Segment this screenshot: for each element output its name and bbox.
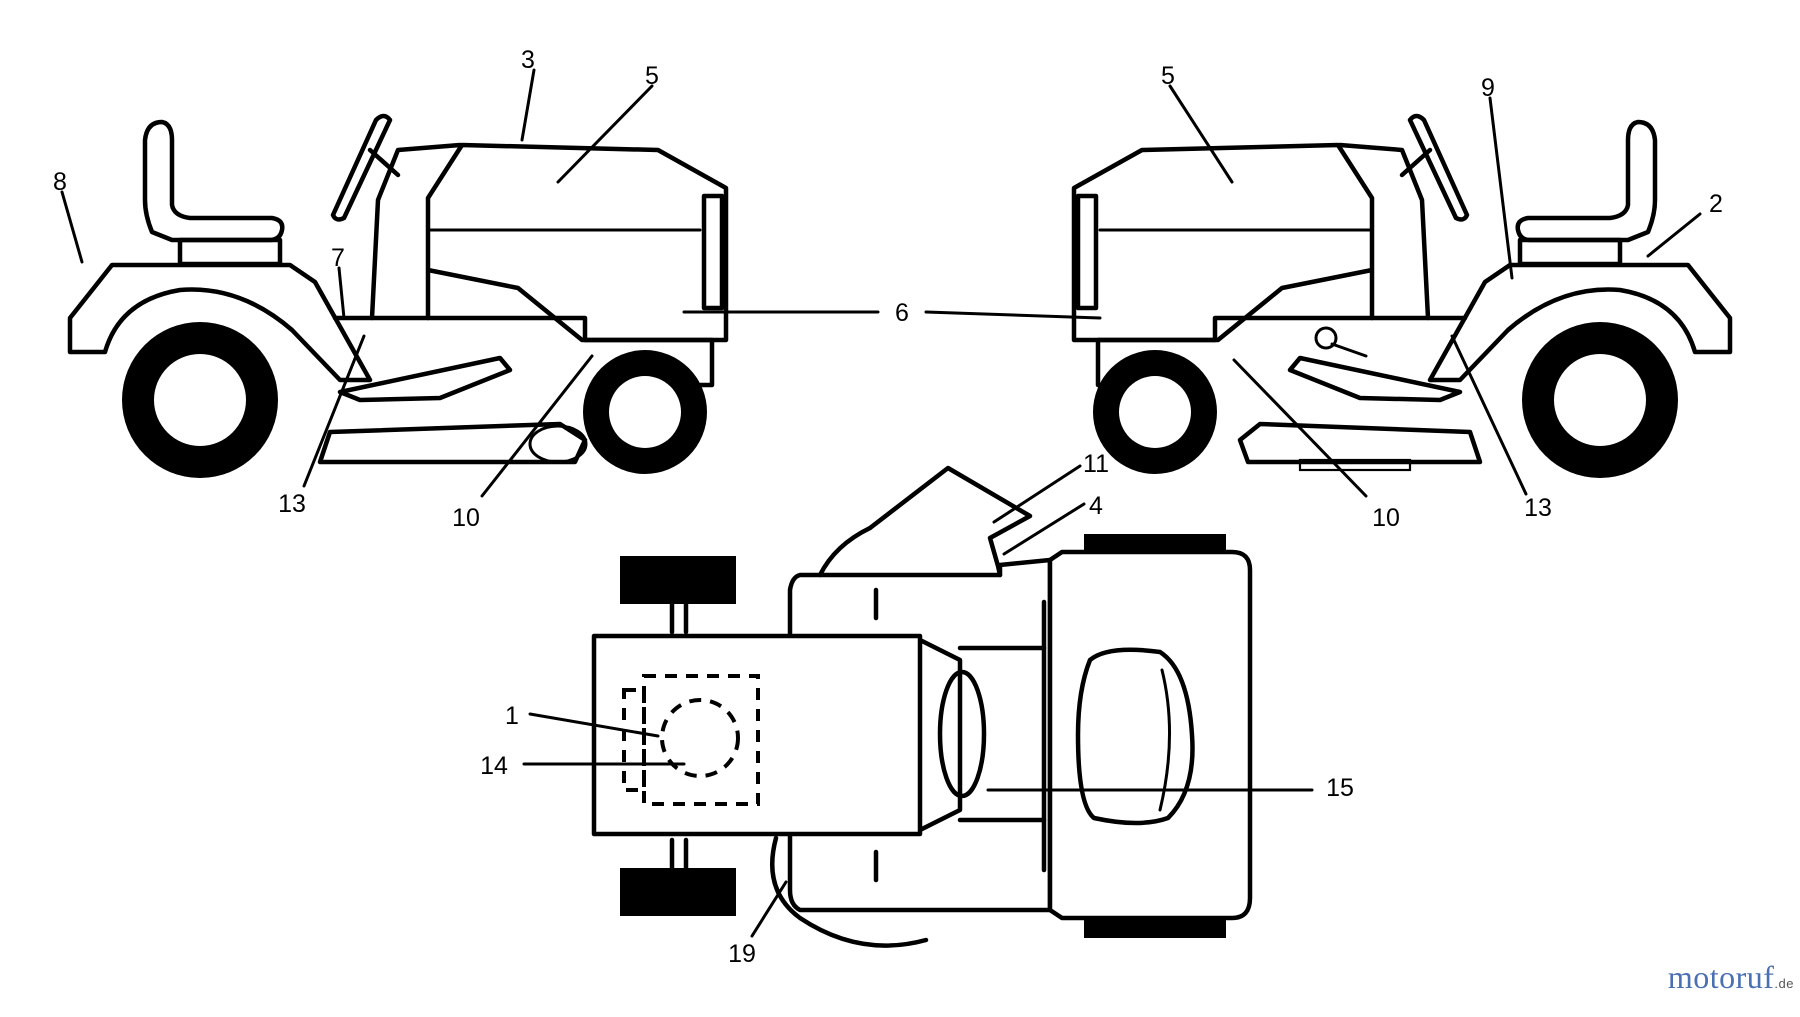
front-wheel-top-upper	[620, 556, 736, 604]
grille-right	[1075, 193, 1099, 311]
deck-left	[317, 421, 588, 465]
callout-14: 14	[480, 752, 508, 780]
dashboard-right	[1337, 142, 1431, 321]
seat-base-left	[177, 237, 283, 267]
deck-arc-top	[770, 835, 929, 948]
footrest-left	[337, 355, 513, 403]
callout-13-left: 13	[278, 490, 306, 518]
hood-left	[425, 142, 729, 343]
callout-4: 4	[1089, 492, 1103, 520]
callout-3: 3	[521, 46, 535, 74]
callout-2: 2	[1709, 190, 1723, 218]
front-wheel-top-lower	[620, 868, 736, 916]
leader-lines	[60, 68, 1702, 938]
callout-10-left: 10	[452, 504, 480, 532]
deck-right	[1237, 421, 1483, 465]
callout-5-right: 5	[1161, 62, 1175, 90]
top-view	[591, 465, 1253, 948]
dashed-box-inner	[642, 674, 760, 806]
callout-8: 8	[53, 168, 67, 196]
steering-wheel-left	[330, 113, 393, 222]
seat-top	[1075, 647, 1195, 826]
callout-6: 6	[895, 299, 909, 327]
footrest-right	[1287, 355, 1463, 403]
deck-chute-left	[528, 424, 588, 464]
grille-left	[701, 193, 725, 311]
callout-19: 19	[728, 940, 756, 968]
watermark-logo: motoruf.de	[1668, 959, 1794, 996]
callout-5-left: 5	[645, 62, 659, 90]
dashboard-left	[369, 142, 463, 321]
hood-right	[1071, 142, 1375, 343]
seat-base-right	[1517, 237, 1623, 267]
left-side-view	[67, 113, 729, 478]
callout-11: 11	[1083, 450, 1109, 478]
callout-1: 1	[505, 702, 519, 730]
callout-13-right: 13	[1524, 494, 1552, 522]
rear-fender-right	[1427, 262, 1733, 383]
discharge-chute-top	[867, 465, 1033, 578]
steering-wheel-right	[1407, 113, 1470, 222]
dashed-circle	[660, 698, 740, 778]
deck-plate-right	[1298, 458, 1412, 472]
callout-labels: 3 5 8 7 6 5 9 2 13 10 10 13 11 4 1 14 15…	[53, 46, 1723, 968]
watermark-suffix: .de	[1774, 976, 1794, 991]
callout-10-right: 10	[1372, 504, 1400, 532]
frame-left	[332, 315, 715, 388]
rear-body-top	[1047, 549, 1253, 921]
watermark-text: motoruf	[1667, 959, 1775, 995]
callout-7: 7	[331, 244, 345, 272]
lever-knob-right	[1314, 326, 1338, 350]
seat-left	[142, 119, 285, 243]
seat-right	[1515, 119, 1658, 243]
callout-9: 9	[1481, 74, 1495, 102]
right-side-view	[1071, 113, 1733, 478]
callout-15: 15	[1326, 774, 1354, 802]
